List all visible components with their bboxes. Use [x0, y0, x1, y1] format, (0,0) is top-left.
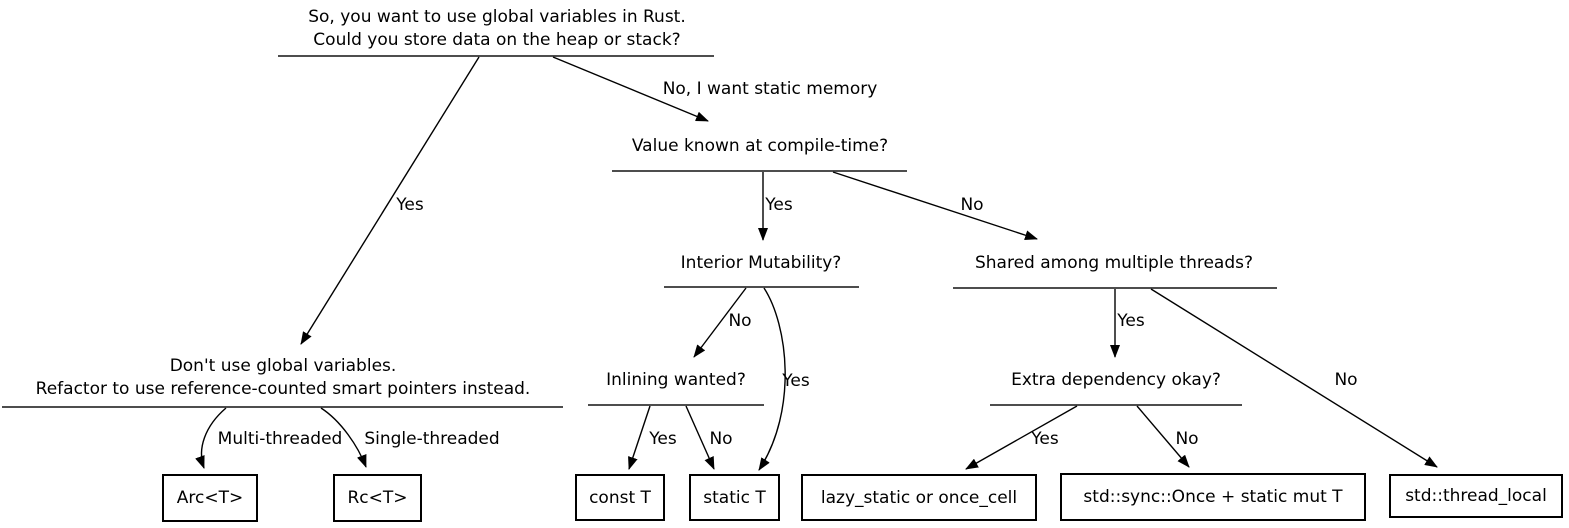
edge-root-yes	[300, 56, 480, 345]
edge-interior-yes	[758, 287, 786, 471]
leaf-lazy-static: lazy_static or once_cell	[801, 474, 1037, 521]
edge-label-single-threaded: Single-threaded	[364, 429, 500, 449]
edge-label-extra-no: No	[1175, 429, 1199, 449]
edge-label-root-no: No, I want static memory	[662, 79, 878, 99]
edge-label-interior-yes: Yes	[782, 371, 810, 391]
edge-label-multi-threaded: Multi-threaded	[217, 429, 343, 449]
edge-label-value-yes: Yes	[765, 195, 793, 215]
edge-label-extra-yes: Yes	[1031, 429, 1059, 449]
edge-label-shared-no: No	[1334, 370, 1358, 390]
node-root-line1: So, you want to use global variables in …	[308, 7, 686, 27]
node-inlining-wanted: Inlining wanted?	[606, 370, 746, 390]
node-root-line2: Could you store data on the heap or stac…	[313, 30, 681, 50]
edge-inlining-yes	[628, 405, 651, 470]
edge-dont-use-single	[320, 407, 367, 468]
leaf-sync-once: std::sync::Once + static mut T	[1060, 473, 1366, 521]
edge-root-no	[552, 56, 709, 122]
node-dont-use: Don't use global variables. Refactor to …	[36, 355, 531, 401]
leaf-arc: Arc<T>	[162, 474, 258, 522]
node-shared-threads: Shared among multiple threads?	[974, 253, 1254, 273]
leaf-const-t: const T	[575, 474, 665, 521]
edge-extra-no	[1136, 405, 1190, 468]
edge-label-inlining-yes: Yes	[649, 429, 677, 449]
edge-shared-no	[1150, 288, 1438, 468]
leaf-static-t: static T	[689, 474, 780, 521]
edge-label-shared-yes: Yes	[1117, 311, 1145, 331]
edge-value-no	[832, 171, 1038, 241]
edge-label-root-yes: Yes	[396, 195, 424, 215]
node-extra-dependency: Extra dependency okay?	[1011, 370, 1221, 390]
node-root: So, you want to use global variables in …	[308, 6, 686, 52]
edge-inlining-no	[685, 405, 715, 470]
node-value-known: Value known at compile-time?	[631, 136, 889, 156]
node-dont-use-line1: Don't use global variables.	[169, 356, 397, 376]
edge-dont-use-multi	[195, 407, 227, 469]
edge-extra-yes	[965, 405, 1078, 470]
edge-label-inlining-no: No	[709, 429, 733, 449]
edge-label-interior-no: No	[728, 311, 752, 331]
edge-interior-no	[693, 287, 747, 358]
leaf-thread-local: std::thread_local	[1389, 474, 1563, 518]
node-dont-use-line2: Refactor to use reference-counted smart …	[35, 379, 531, 399]
leaf-rc: Rc<T>	[333, 474, 422, 522]
node-interior-mutability: Interior Mutability?	[680, 253, 842, 273]
edge-label-value-no: No	[960, 195, 984, 215]
